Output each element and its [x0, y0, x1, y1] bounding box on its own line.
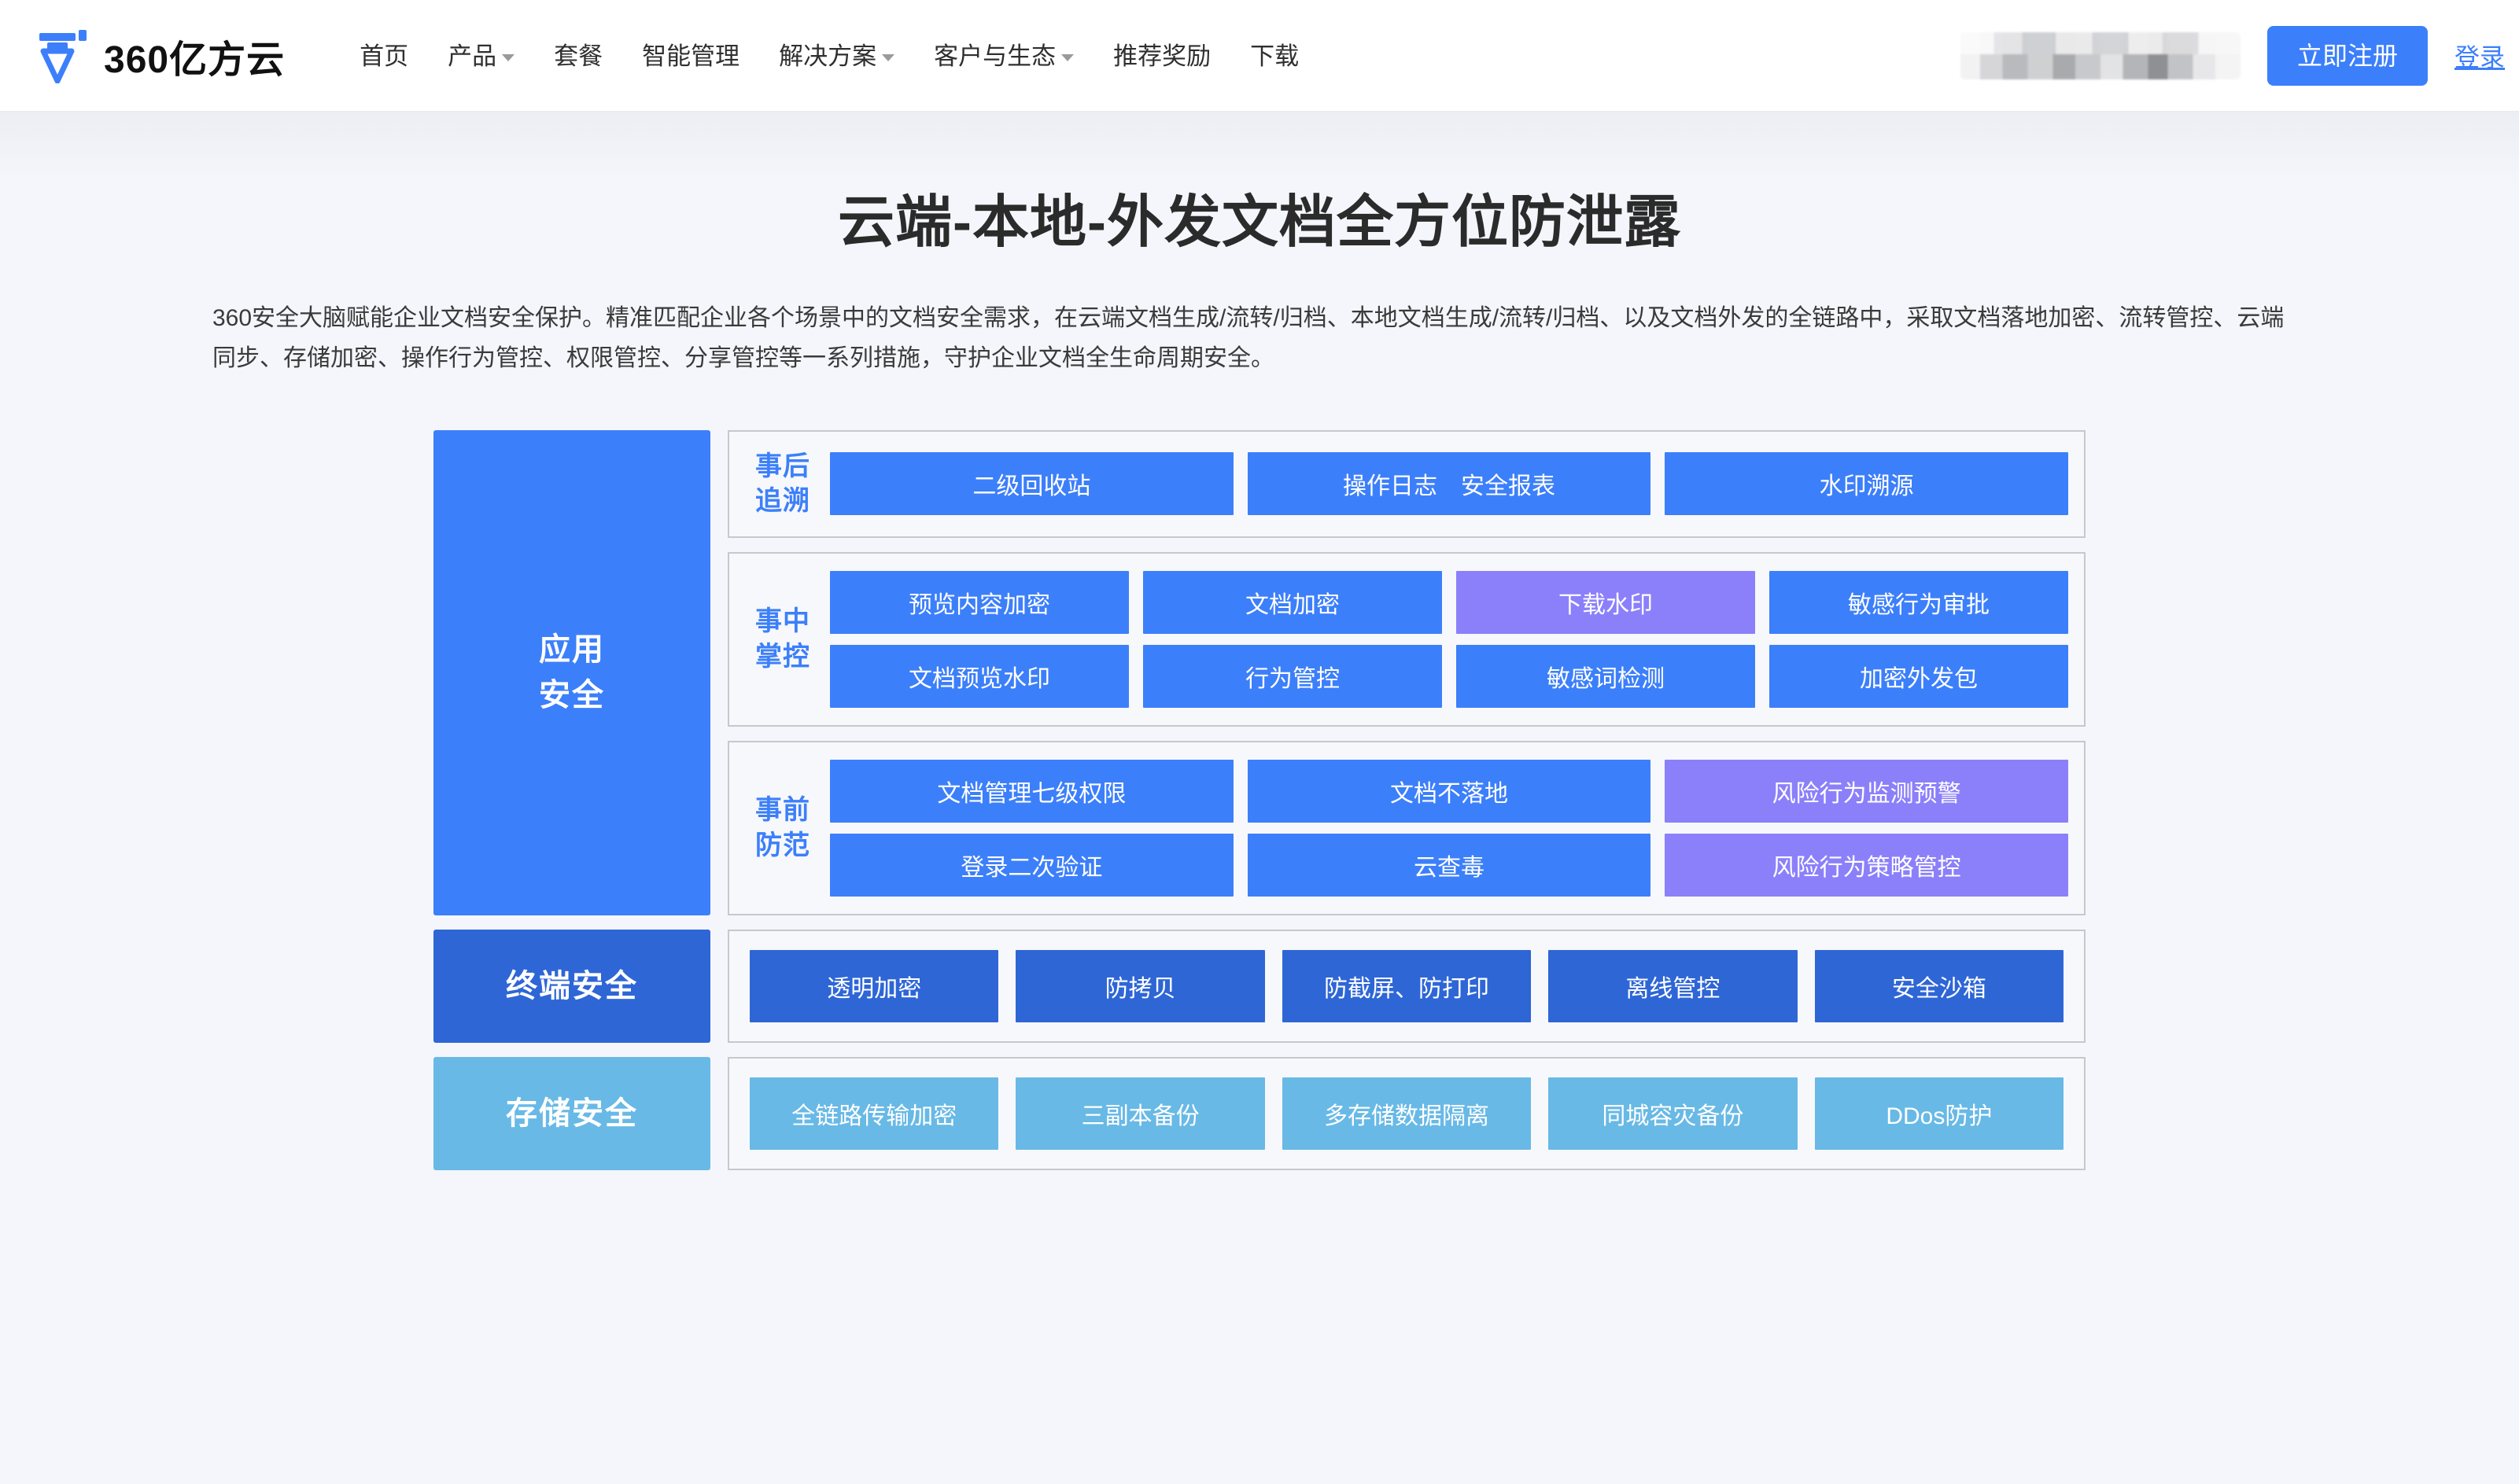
tile-preview-content-encryption[interactable]: 预览内容加密	[830, 570, 1129, 634]
tile-offline-control[interactable]: 离线管控	[1548, 949, 1798, 1022]
account-chip-redacted[interactable]	[1960, 31, 2241, 79]
stage-in-process-control: 事中掌控 预览内容加密 文档加密 下载水印 敏感行为审批 文档预览水印 行为管控…	[728, 551, 2086, 727]
nav-item-customers-ecosystem[interactable]: 客户与生态	[914, 44, 1094, 68]
tile-sensitive-word-detection[interactable]: 敏感词检测	[1456, 644, 1755, 708]
yifangyun-logo-icon	[38, 28, 90, 83]
tile-security-sandbox[interactable]: 安全沙箱	[1814, 949, 2064, 1022]
tile-row: 二级回收站 操作日志 安全报表 水印溯源	[830, 452, 2069, 516]
tile-row: 登录二次验证 云查毒 风险行为策略管控	[830, 833, 2069, 897]
layer-label-storage-security: 存储安全	[433, 1056, 710, 1170]
page-description: 360安全大脑赋能企业文档安全保护。精准匹配企业各个场景中的文档安全需求，在云端…	[212, 305, 2285, 371]
tile-watermark-tracing[interactable]: 水印溯源	[1665, 452, 2069, 516]
nav-item-solutions[interactable]: 解决方案	[759, 44, 914, 68]
header-actions: 立即注册 登录	[1960, 25, 2519, 87]
tile-document-encryption[interactable]: 文档加密	[1143, 570, 1442, 634]
layer-application-security: 应用安全 事后追溯 二级回收站 操作日志 安全报表 水印溯源 事中掌控	[433, 430, 2086, 915]
nav-label: 推荐奖励	[1113, 42, 1212, 70]
stage-label-in-process: 事中掌控	[755, 606, 810, 672]
tile-download-watermark[interactable]: 下载水印	[1456, 570, 1755, 634]
tile-no-local-landing[interactable]: 文档不落地	[1247, 759, 1651, 823]
tile-transparent-encryption[interactable]: 透明加密	[750, 949, 999, 1022]
stage-pre-incident-prevention: 事前防范 文档管理七级权限 文档不落地 风险行为监测预警 登录二次验证 云查毒 …	[728, 740, 2086, 915]
layer-storage-security: 存储安全 全链路传输加密 三副本备份 多存储数据隔离 同城容灾备份 DDos防护	[433, 1056, 2086, 1170]
site-header: 360亿方云 首页 产品 套餐 智能管理 解决方案 客户与生态 推荐奖励 下载	[0, 0, 2519, 112]
tile-behavior-control[interactable]: 行为管控	[1143, 644, 1442, 708]
layer-endpoint-security: 终端安全 透明加密 防拷贝 防截屏、防打印 离线管控 安全沙箱	[433, 929, 2086, 1043]
nav-item-smart-management[interactable]: 智能管理	[622, 44, 759, 68]
stage-post-incident-tracing: 事后追溯 二级回收站 操作日志 安全报表 水印溯源	[728, 430, 2086, 538]
tile-seven-level-permissions[interactable]: 文档管理七级权限	[830, 759, 1234, 823]
tile-encrypted-outgoing-package[interactable]: 加密外发包	[1769, 644, 2068, 708]
page-content: 云端-本地-外发文档全方位防泄露 360安全大脑赋能企业文档安全保护。精准匹配企…	[0, 112, 2519, 1484]
tile-row: 预览内容加密 文档加密 下载水印 敏感行为审批	[830, 570, 2068, 634]
nav-label: 解决方案	[779, 42, 877, 70]
tile-cloud-antivirus[interactable]: 云查毒	[1247, 833, 1651, 897]
brand-name: 360亿方云	[104, 39, 286, 81]
nav-label: 首页	[360, 42, 409, 70]
tile-anti-copy[interactable]: 防拷贝	[1016, 949, 1265, 1022]
layer-label-endpoint-security: 终端安全	[433, 929, 710, 1043]
nav-item-download[interactable]: 下载	[1230, 44, 1319, 68]
tile-full-link-transport-encryption[interactable]: 全链路传输加密	[750, 1077, 999, 1150]
endpoint-security-tiles: 透明加密 防拷贝 防截屏、防打印 离线管控 安全沙箱	[728, 929, 2086, 1043]
nav-item-products[interactable]: 产品	[428, 44, 534, 68]
main-navigation: 首页 产品 套餐 智能管理 解决方案 客户与生态 推荐奖励 下载	[340, 44, 1319, 68]
page-title: 云端-本地-外发文档全方位防泄露	[838, 191, 1681, 254]
nav-label: 产品	[448, 42, 497, 70]
tile-same-city-disaster-backup[interactable]: 同城容灾备份	[1548, 1077, 1798, 1150]
security-architecture-diagram: 应用安全 事后追溯 二级回收站 操作日志 安全报表 水印溯源 事中掌控	[433, 430, 2086, 1170]
brand-logo[interactable]: 360亿方云	[31, 28, 285, 83]
tile-operation-log-security-report[interactable]: 操作日志 安全报表	[1247, 452, 1651, 516]
chevron-down-icon	[1061, 53, 1075, 61]
nav-item-home[interactable]: 首页	[340, 44, 428, 68]
tile-document-preview-watermark[interactable]: 文档预览水印	[830, 644, 1129, 708]
register-button[interactable]: 立即注册	[2266, 25, 2428, 87]
tile-row: 文档管理七级权限 文档不落地 风险行为监测预警	[830, 759, 2069, 823]
nav-label: 客户与生态	[934, 42, 1057, 70]
tile-multi-storage-data-isolation[interactable]: 多存储数据隔离	[1282, 1077, 1532, 1150]
chevron-down-icon	[882, 53, 895, 61]
storage-security-tiles: 全链路传输加密 三副本备份 多存储数据隔离 同城容灾备份 DDos防护	[728, 1056, 2086, 1170]
tile-ddos-protection[interactable]: DDos防护	[1814, 1077, 2064, 1150]
stage-label-pre-incident: 事前防范	[755, 795, 810, 860]
stage-label-post-incident: 事后追溯	[755, 451, 810, 517]
tile-three-replica-backup[interactable]: 三副本备份	[1016, 1077, 1265, 1150]
nav-item-referral-rewards[interactable]: 推荐奖励	[1094, 44, 1230, 68]
nav-item-packages[interactable]: 套餐	[534, 44, 622, 68]
tile-risk-behavior-policy-control[interactable]: 风险行为策略管控	[1665, 833, 2069, 897]
nav-label: 套餐	[554, 42, 603, 70]
tile-secondary-recycle-bin[interactable]: 二级回收站	[830, 452, 1234, 516]
tile-login-two-factor[interactable]: 登录二次验证	[830, 833, 1234, 897]
login-link[interactable]: 登录	[2454, 42, 2505, 72]
nav-label: 下载	[1250, 42, 1300, 70]
chevron-down-icon	[502, 53, 515, 61]
tile-row: 文档预览水印 行为管控 敏感词检测 加密外发包	[830, 644, 2068, 708]
tile-anti-screenshot-anti-print[interactable]: 防截屏、防打印	[1282, 949, 1532, 1022]
nav-label: 智能管理	[642, 42, 740, 70]
layer-label-application-security: 应用安全	[433, 430, 710, 915]
tile-sensitive-behavior-approval[interactable]: 敏感行为审批	[1769, 570, 2068, 634]
tile-risk-behavior-monitoring-alert[interactable]: 风险行为监测预警	[1665, 759, 2069, 823]
